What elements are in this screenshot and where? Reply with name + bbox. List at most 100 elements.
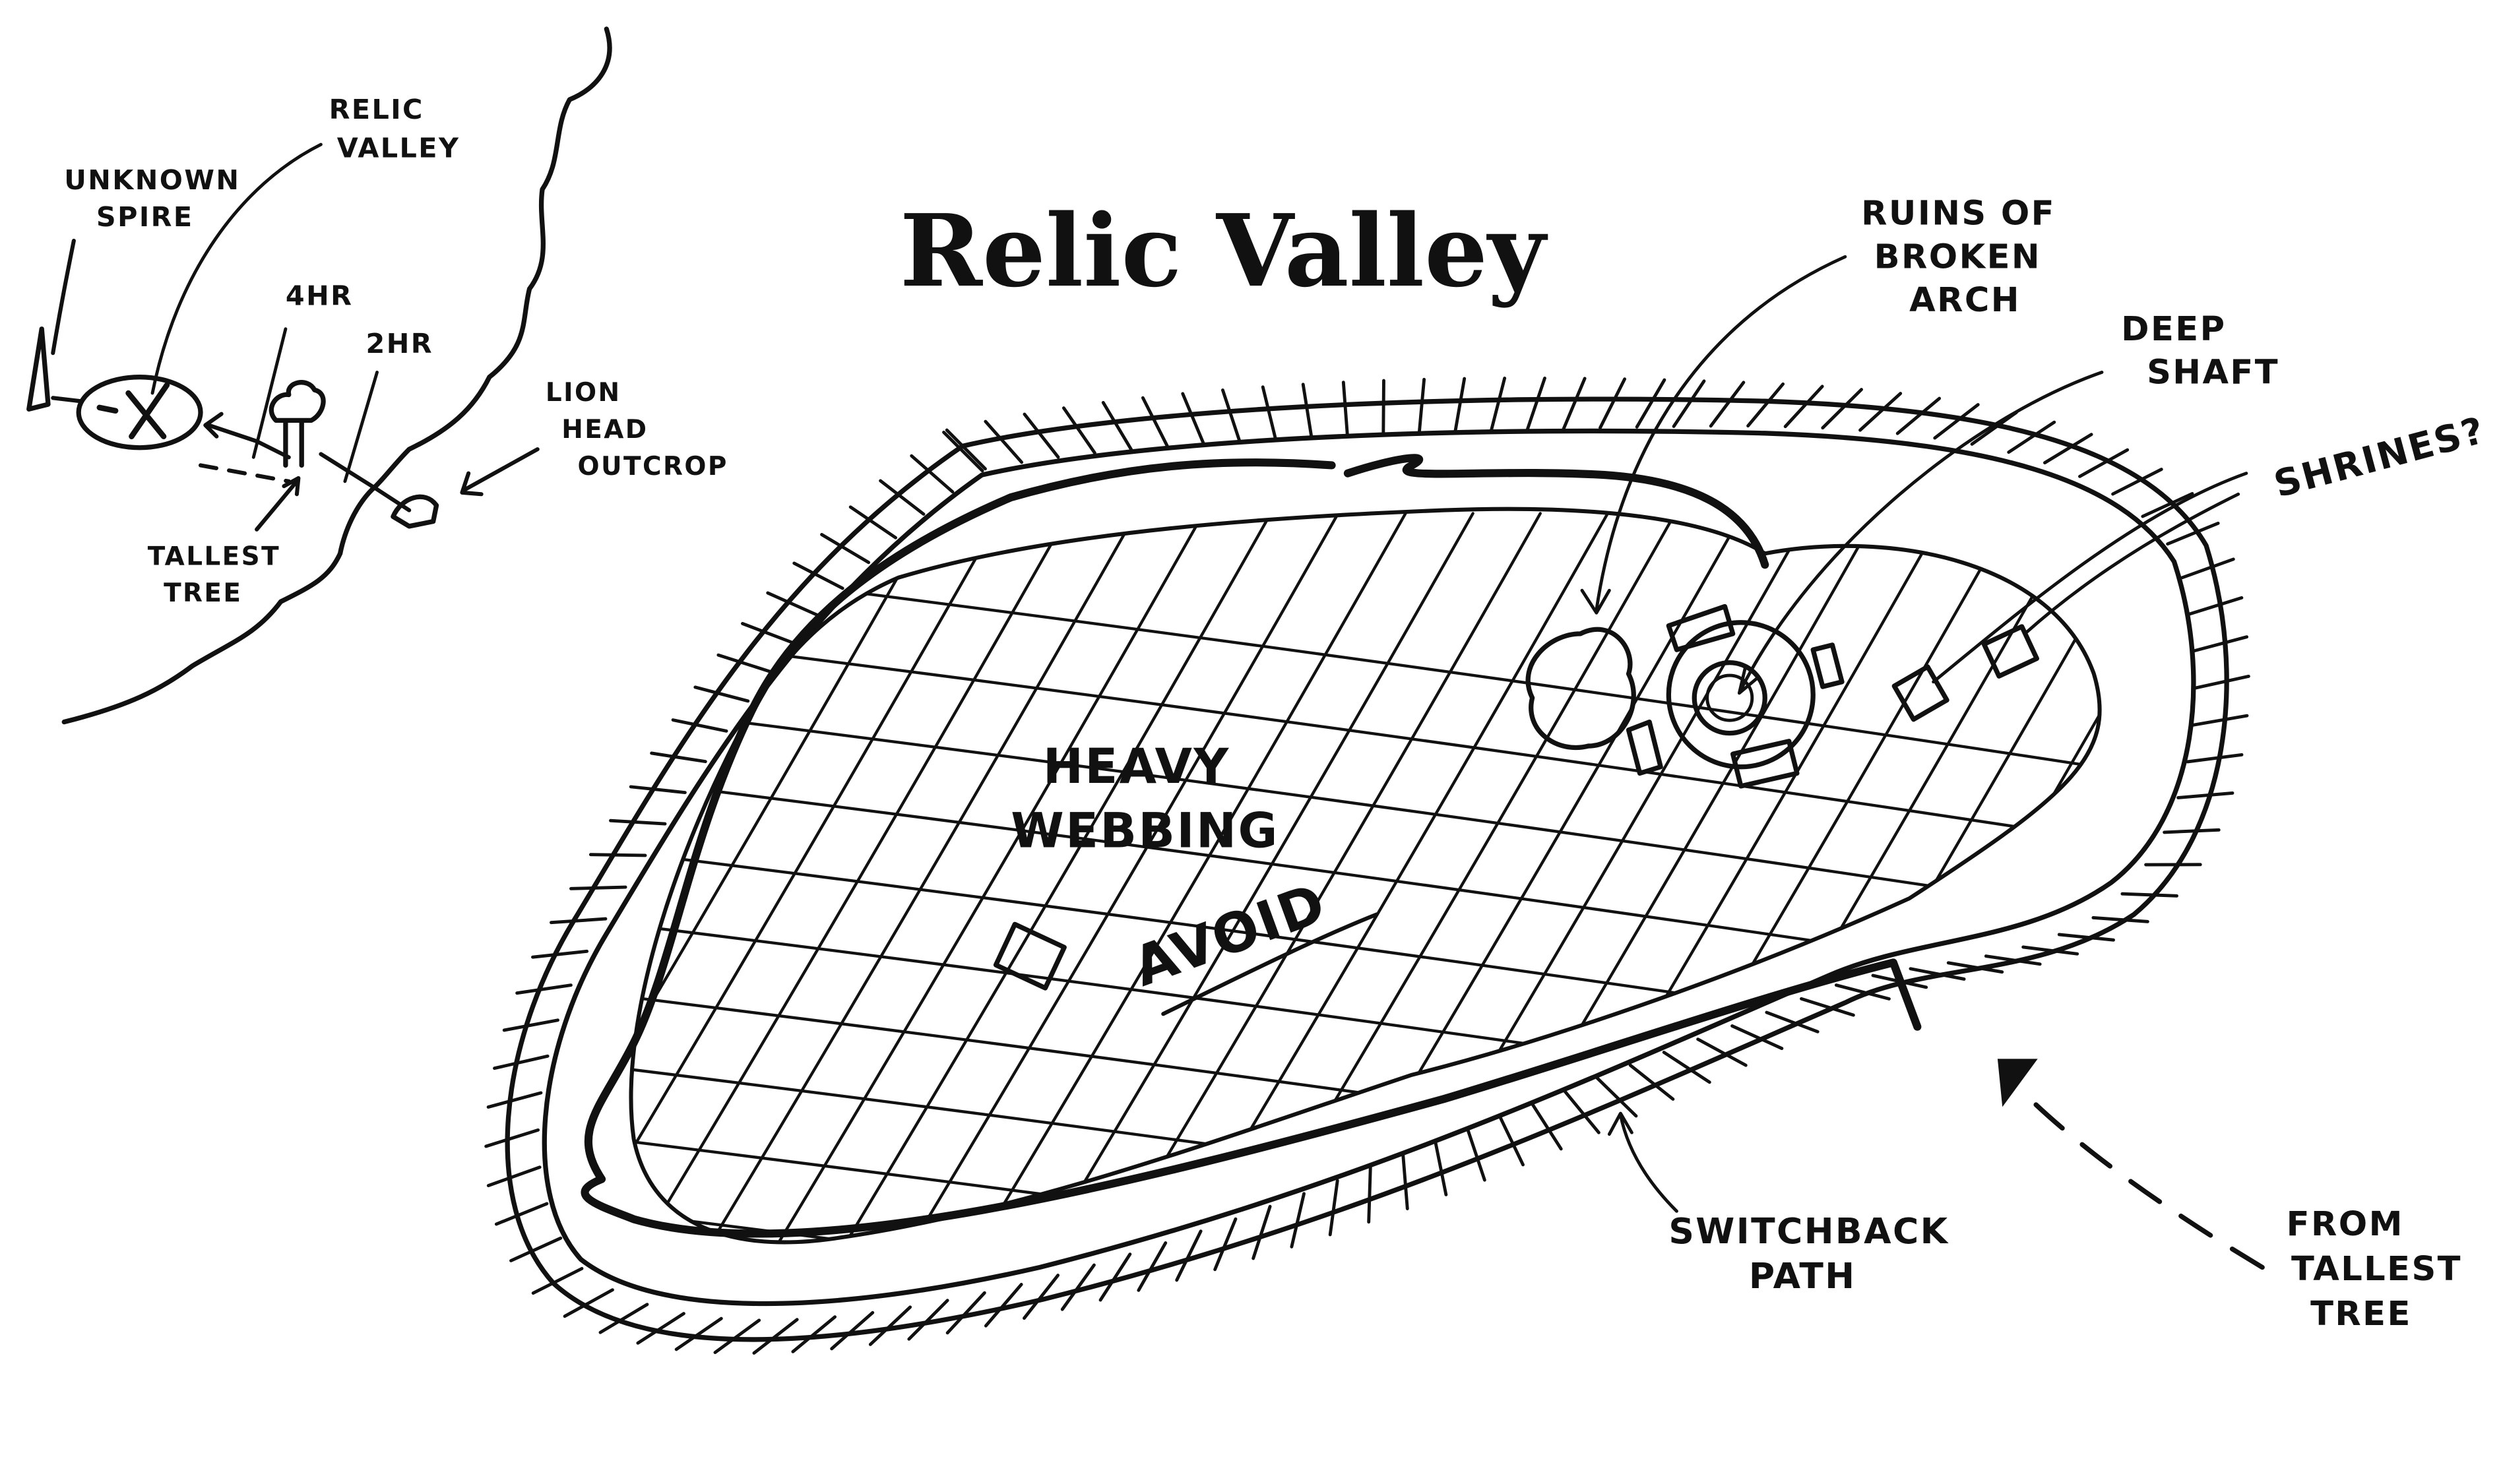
label-lion-line2: HEAD [561, 415, 648, 445]
rim-tick [1060, 1263, 1096, 1311]
leader-2hr [343, 370, 379, 483]
label-tallest-tree-line1: TALLEST [148, 541, 280, 571]
label-shrines: SHRINES? [2269, 409, 2490, 507]
rim-tick [693, 685, 750, 703]
shrine-icon [1891, 664, 1949, 722]
spire-leader-line [51, 238, 76, 356]
rim-tick [766, 591, 819, 617]
label-ruins-line2: BROKEN [1874, 237, 2041, 276]
label-ruins-line3: ARCH [1909, 281, 2021, 320]
rim-tick [984, 1282, 1023, 1328]
web-strand [631, 512, 1070, 1243]
rim-tick [1909, 967, 1966, 981]
web-strand [1156, 512, 1610, 1243]
web-strand [631, 632, 2100, 844]
rim-tick [1137, 1241, 1168, 1292]
relic-valley-leader-line [150, 142, 323, 395]
rim-tick [486, 1091, 543, 1109]
rim-tick [848, 505, 898, 540]
deep-shaft-inner [1705, 673, 1754, 722]
rim-tick [2078, 448, 2130, 478]
rim-tick [2188, 596, 2244, 616]
rim-tick [1489, 377, 1507, 433]
webbing-marker-square [993, 921, 1067, 991]
rim-tick [945, 428, 987, 471]
rim-tick [2194, 674, 2250, 690]
rim-tick [820, 533, 871, 565]
rim-tick [792, 561, 844, 590]
label-deep-shaft-line2: SHAFT [2147, 353, 2279, 392]
leader-4hr [251, 327, 288, 459]
label-from-tree-line1: FROM [2287, 1205, 2404, 1244]
valley-map: RUINS OF BROKEN ARCH DEEP SHAFT SHRINES?… [484, 195, 2490, 1355]
web-strand [1022, 512, 1474, 1243]
rim-tick [502, 1018, 559, 1032]
ruins-of-broken-arch [1525, 603, 1845, 789]
rim-tick [531, 949, 589, 959]
rim-tick [1301, 383, 1314, 440]
rim-tick [1933, 403, 1980, 440]
rim-tick [1417, 377, 1426, 436]
rim-tick [1595, 1076, 1638, 1118]
arrow-shrines [1932, 472, 2248, 684]
web-strand [820, 512, 1273, 1243]
web-strand [1831, 512, 2100, 1243]
x-mark-icon [96, 382, 170, 439]
rim-tick [1453, 377, 1467, 434]
arrow-ruins [1580, 255, 1847, 615]
rim-tick [942, 430, 984, 473]
rim-tick [1895, 396, 1942, 435]
web-strand [955, 512, 1407, 1243]
rim-tick [2192, 635, 2249, 653]
rim-tick [1821, 388, 1863, 430]
label-relic-valley-line1: RELIC [329, 94, 424, 125]
rim-tick [1662, 1051, 1711, 1084]
web-strand [631, 704, 2100, 916]
label-webbing-line1: HEAVY [1043, 739, 1230, 795]
rim-tick [494, 1202, 549, 1226]
rim-tick [1290, 1192, 1306, 1249]
rim-tick [2057, 933, 2115, 942]
trail-dashed [198, 463, 291, 483]
rim-tick [1800, 997, 1855, 1017]
web-strand [631, 512, 935, 1243]
broken-arch-rubble [1525, 627, 1636, 751]
arrow-switchback [1607, 1111, 1678, 1213]
rim-tick [563, 1288, 614, 1318]
tree-icon [269, 380, 326, 468]
rim-tick [2186, 753, 2244, 764]
switchback-path-line [581, 454, 1922, 1238]
rim-tick [493, 1054, 550, 1070]
rim-tick [1746, 382, 1785, 428]
web-strand [887, 512, 1340, 1243]
rim-tick [1252, 1204, 1272, 1260]
web-strand [685, 512, 1138, 1243]
deep-shaft-ring [1666, 620, 1816, 770]
rim-tick [1367, 1165, 1372, 1224]
web-strand [1561, 512, 2013, 1243]
rim-tick [1628, 1063, 1675, 1101]
rim-tick [1696, 1037, 1748, 1067]
rim-tick [2021, 945, 2079, 956]
rim-tick [907, 1299, 949, 1341]
label-from-tree-line3: TREE [2310, 1295, 2412, 1334]
rim-tick [609, 819, 667, 826]
arrow-to-lion-head [460, 447, 540, 497]
rim-tick [1341, 381, 1349, 439]
rim-tick [1834, 983, 1891, 1001]
rim-tick [2007, 420, 2056, 454]
rim-tick [2091, 915, 2149, 923]
web-strand [631, 512, 1003, 1243]
rim-tick [509, 1236, 563, 1262]
rim-tick [1098, 1252, 1132, 1302]
rim-tick [1765, 1010, 1820, 1034]
label-unknown-spire-line1: UNKNOWN [64, 164, 240, 196]
rim-tick [1141, 396, 1170, 448]
rim-tick [1946, 961, 2004, 974]
rim-tick [2163, 828, 2221, 834]
rim-tick [716, 653, 773, 673]
overview-map: UNKNOWN SPIRE RELIC VALLEY 4HR 2HR LION … [26, 26, 726, 725]
rim-tick [1023, 412, 1060, 459]
rim-tick [1599, 377, 1627, 430]
